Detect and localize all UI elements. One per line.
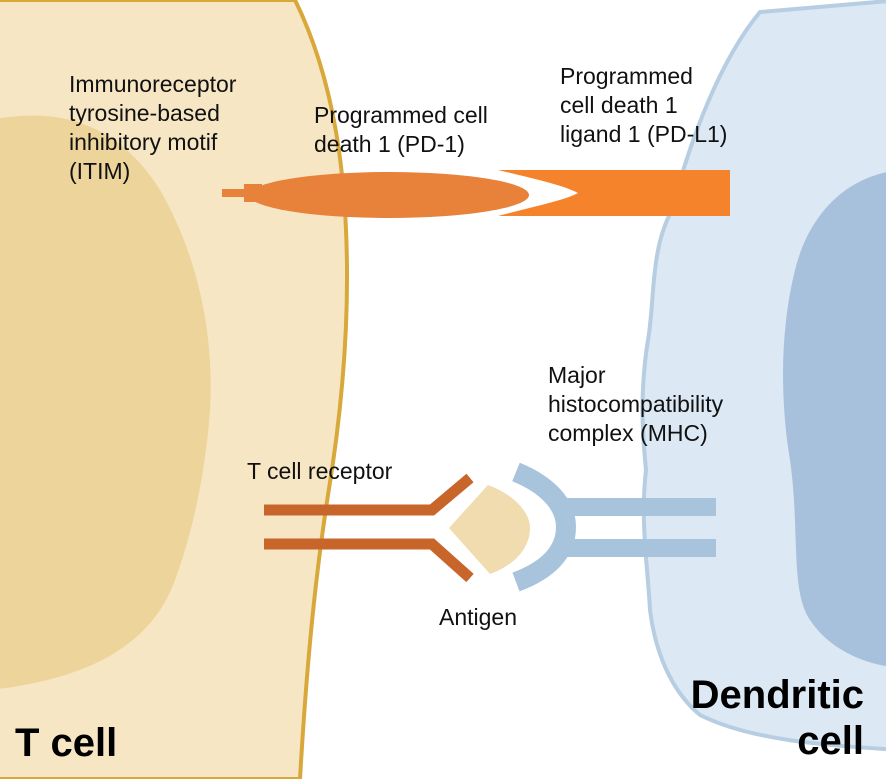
- mhc-complex: [512, 462, 716, 592]
- pd1-line-1: Programmed cell: [314, 102, 488, 128]
- itim-line-2: tyrosine-based: [69, 100, 220, 126]
- dendritic-cell-nucleus: [783, 172, 886, 667]
- itim-label: Immunoreceptor tyrosine-based inhibitory…: [69, 70, 236, 186]
- t-cell-nucleus: [0, 115, 211, 689]
- pdl1-line-1: Programmed: [560, 63, 693, 89]
- itim-line-4: (ITIM): [69, 158, 131, 184]
- itim-line-3: inhibitory motif: [69, 129, 218, 155]
- antigen-shape: [449, 485, 530, 574]
- t-cell-title: T cell: [15, 721, 118, 765]
- dendritic-cell-title: Dendritic cell: [691, 672, 864, 764]
- pd1-label: Programmed cell death 1 (PD-1): [314, 101, 488, 159]
- pdl1-line-2: cell death 1: [560, 92, 678, 118]
- mhc-line-2: histocompatibility: [548, 391, 724, 417]
- pdl1-label: Programmed cell death 1 ligand 1 (PD-L1): [560, 62, 727, 149]
- mhc-line-1: Major: [548, 362, 606, 388]
- dendritic-line-2: cell: [797, 719, 864, 763]
- pd1-line-2: death 1 (PD-1): [314, 131, 465, 157]
- mhc-label: Major histocompatibility complex (MHC): [548, 361, 723, 448]
- pdl1-ligand: [498, 170, 730, 216]
- antigen-label: Antigen: [439, 604, 518, 630]
- pdl1-line-3: ligand 1 (PD-L1): [560, 121, 728, 147]
- itim-line-1: Immunoreceptor: [69, 71, 237, 97]
- tcr-label: T cell receptor: [247, 458, 393, 484]
- dendritic-line-1: Dendritic: [690, 673, 864, 717]
- itim-bar: [222, 189, 244, 197]
- pd1-receptor: [249, 172, 529, 218]
- mhc-line-3: complex (MHC): [548, 420, 708, 446]
- t-cell-receptor: [264, 473, 474, 583]
